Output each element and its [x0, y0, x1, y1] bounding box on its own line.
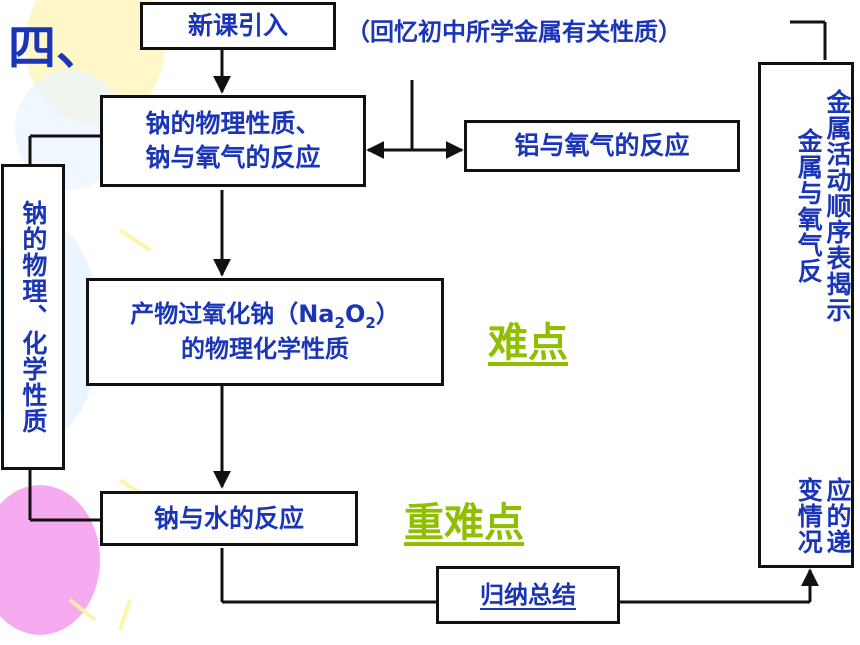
left-sidebar-box: 钠的物理、 化学性质: [1, 164, 65, 470]
aluminum-oxygen-box: 铝与氧气的反应: [464, 120, 740, 172]
sodium-physical-line1: 钠的物理性质、: [145, 109, 321, 139]
right-sidebar-col2: 应的递变情况: [794, 477, 852, 556]
intro-box: 新课引入: [140, 2, 336, 50]
section-number: 四、: [8, 20, 105, 76]
aluminum-oxygen-label: 铝与氧气的反应: [514, 131, 690, 161]
sodium-water-label: 钠与水的反应: [153, 503, 304, 533]
intro-note: （回忆初中所学金属有关性质）: [346, 18, 682, 46]
peroxide-line2: 的物理化学性质: [181, 335, 349, 364]
summary-box[interactable]: 归纳总结: [436, 566, 620, 624]
summary-link[interactable]: 归纳总结: [480, 580, 576, 609]
key-difficult-label: 重难点: [404, 500, 524, 546]
sodium-physical-box: 钠的物理性质、 钠与氧气的反应: [100, 95, 366, 187]
left-sidebar-col2: 化学性质: [18, 330, 48, 434]
difficult-label: 难点: [488, 320, 568, 366]
right-sidebar-box: 金属活动顺序表揭示金属与氧气反 应的递变情况: [758, 62, 854, 568]
sodium-physical-line2: 钠与氧气的反应: [145, 143, 321, 172]
intro-label: 新课引入: [187, 11, 288, 41]
peroxide-box: 产物过氧化钠（Na2O2） 的物理化学性质: [86, 278, 444, 386]
sodium-water-box: 钠与水的反应: [100, 491, 358, 546]
peroxide-line1: 产物过氧化钠（Na2O2）: [130, 300, 400, 333]
right-sidebar-col1: 金属活动顺序表揭示金属与氧气反: [794, 89, 852, 324]
left-sidebar-col1: 钠的物理、: [18, 200, 48, 330]
